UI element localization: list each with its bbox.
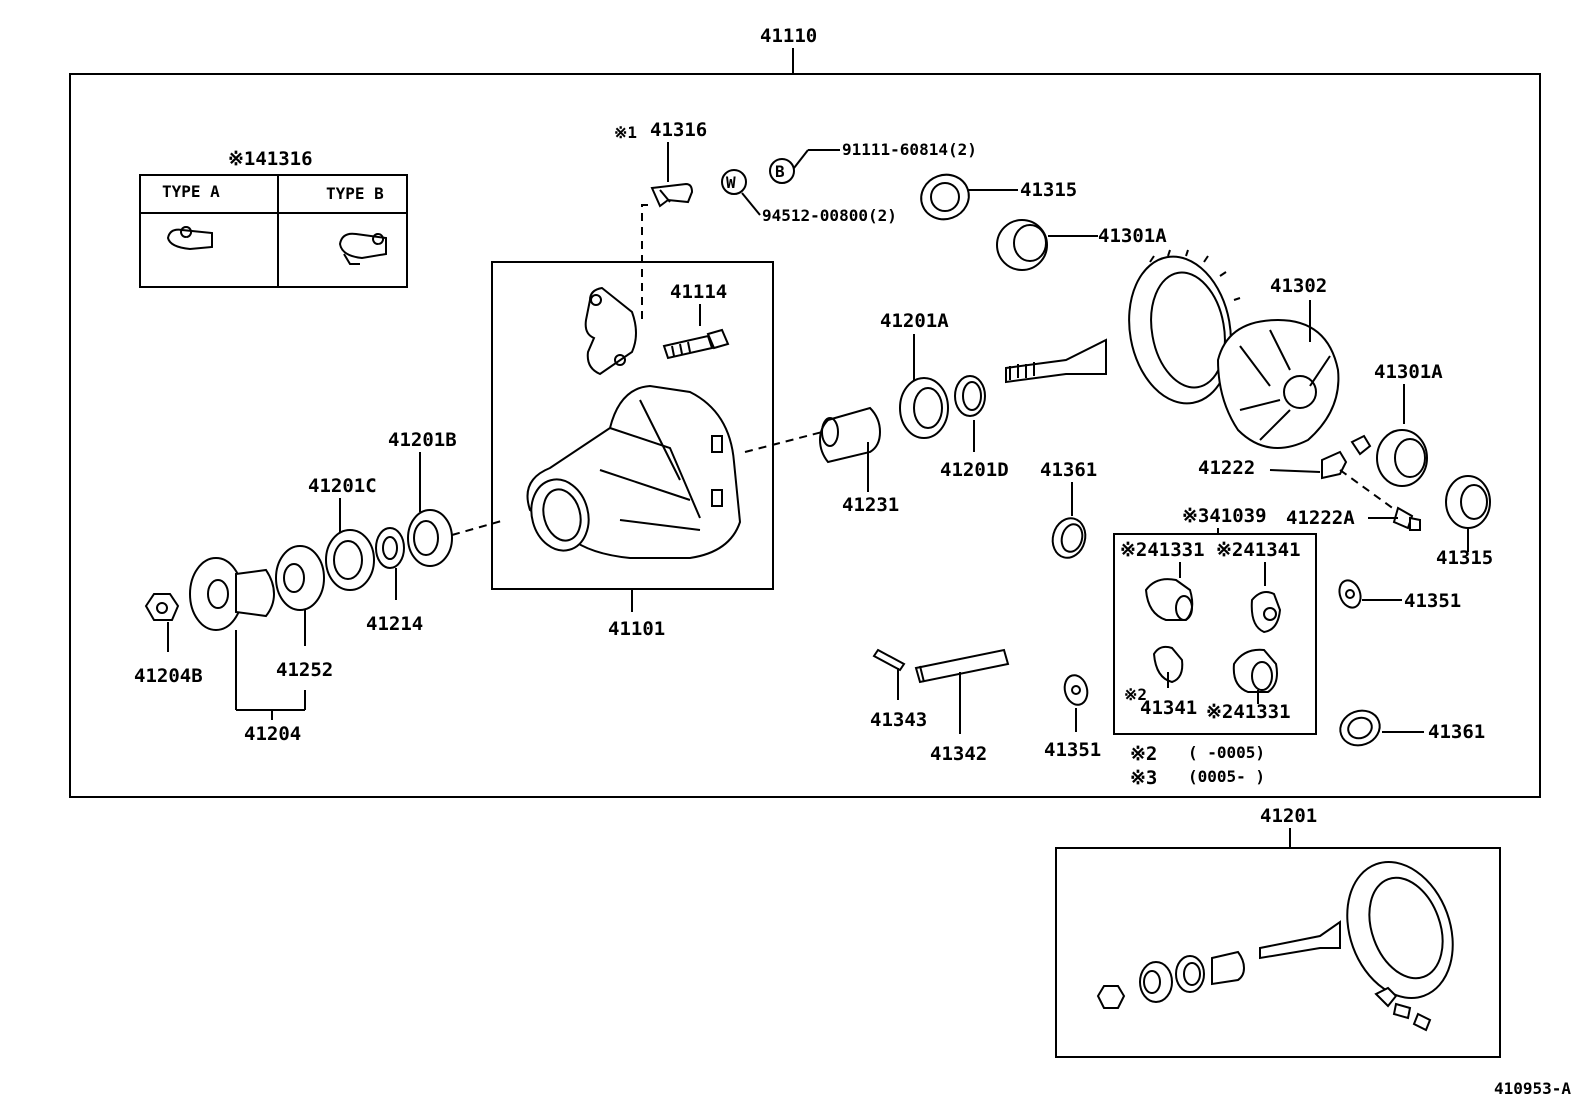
part-41301a-race-top[interactable] <box>996 219 1048 271</box>
label-41302[interactable]: 41302 <box>1270 275 1327 297</box>
label-41214[interactable]: 41214 <box>366 613 423 635</box>
label-41114[interactable]: 41114 <box>670 281 727 303</box>
part-41331-side-gear-b[interactable] <box>1232 648 1278 693</box>
label-41231[interactable]: 41231 <box>842 494 899 516</box>
type-a-clip-icon <box>166 226 213 251</box>
label-41301a-right[interactable]: 41301A <box>1374 361 1443 383</box>
label-41315-right[interactable]: 41315 <box>1436 547 1493 569</box>
part-41342-shaft[interactable] <box>914 648 1010 684</box>
note-2-mark: ※2 <box>1130 743 1157 765</box>
part-41231-spacer[interactable] <box>818 406 882 464</box>
label-41341-a[interactable]: ※241341 <box>1216 539 1301 561</box>
part-41204b-nut[interactable] <box>144 593 180 621</box>
part-41222-lock-plate[interactable] <box>1321 434 1372 480</box>
label-41201b[interactable]: 41201B <box>388 429 457 451</box>
figure-code: 410953-A <box>1494 1079 1571 1098</box>
svg-text:B: B <box>775 162 785 181</box>
label-41361-mid[interactable]: 41361 <box>1040 459 1097 481</box>
part-41201a-bearing[interactable] <box>899 377 949 439</box>
type-a-label: TYPE A <box>162 182 220 201</box>
part-41201d-race[interactable] <box>954 375 986 417</box>
label-41331-a[interactable]: ※241331 <box>1120 539 1205 561</box>
part-41343-pin[interactable] <box>872 648 906 672</box>
label-41351-bottom[interactable]: 41351 <box>1044 739 1101 761</box>
note-3-mark: ※3 <box>1130 767 1157 789</box>
assembly-frame-41201 <box>1055 847 1501 1058</box>
label-41343[interactable]: 41343 <box>870 709 927 731</box>
label-41342[interactable]: 41342 <box>930 743 987 765</box>
label-41316[interactable]: 41316 <box>650 119 707 141</box>
part-41302-ring-gear-pinion[interactable] <box>1005 248 1340 449</box>
mark-41316: ※1 <box>614 123 637 142</box>
part-41252-deflector[interactable] <box>275 545 325 611</box>
label-41201d[interactable]: 41201D <box>940 459 1009 481</box>
label-41315-top[interactable]: 41315 <box>1020 179 1077 201</box>
mark-b-circle: B <box>769 158 795 184</box>
mark-w-circle: W <box>721 169 747 195</box>
type-b-clip-icon <box>338 232 387 265</box>
mark-41341-b: ※2 <box>1124 685 1147 704</box>
label-41222[interactable]: 41222 <box>1198 457 1255 479</box>
part-41361-washer-right[interactable] <box>1335 705 1384 751</box>
label-bolt-91111[interactable]: 91111-60814(2) <box>842 140 977 159</box>
part-41301a-race-right[interactable] <box>1376 429 1428 487</box>
part-41316-clip[interactable] <box>650 182 694 208</box>
part-41351-washer-right[interactable] <box>1336 577 1364 610</box>
label-41252[interactable]: 41252 <box>276 659 333 681</box>
label-41341-b[interactable]: 41341 <box>1140 697 1197 719</box>
label-assembly-41201[interactable]: 41201 <box>1260 805 1317 827</box>
label-41301a-top[interactable]: 41301A <box>1098 225 1167 247</box>
part-41351-washer-bottom[interactable] <box>1061 673 1090 708</box>
part-carrier-cap[interactable] <box>584 286 637 376</box>
note-3-range: (0005- ) <box>1188 767 1265 786</box>
label-41201a[interactable]: 41201A <box>880 310 949 332</box>
part-41201b-bearing[interactable] <box>407 509 453 567</box>
label-41331-b[interactable]: ※241331 <box>1206 701 1291 723</box>
part-41204-companion-flange[interactable] <box>189 557 276 631</box>
part-41331-side-gear-a[interactable] <box>1144 578 1194 621</box>
part-41201c-seal[interactable] <box>325 529 375 591</box>
note-2-range: ( -0005) <box>1188 743 1265 762</box>
type-b-label: TYPE B <box>326 184 384 203</box>
part-41101-carrier-housing[interactable] <box>524 384 742 559</box>
label-assembly-41110[interactable]: 41110 <box>760 25 817 47</box>
housing-box-41101 <box>491 261 774 590</box>
part-41341-pinion-gear-a[interactable] <box>1250 591 1282 634</box>
label-41201c[interactable]: 41201C <box>308 475 377 497</box>
part-41361-washer-mid[interactable] <box>1048 515 1089 562</box>
label-41039[interactable]: ※341039 <box>1182 505 1267 527</box>
label-41351-right[interactable]: 41351 <box>1404 590 1461 612</box>
svg-text:W: W <box>726 173 736 192</box>
part-41315-bearing-right[interactable] <box>1445 475 1491 529</box>
label-41361-right[interactable]: 41361 <box>1428 721 1485 743</box>
label-41204[interactable]: 41204 <box>244 723 301 745</box>
type-note-header: ※141316 <box>228 148 313 170</box>
label-41101[interactable]: 41101 <box>608 618 665 640</box>
part-41214-washer[interactable] <box>375 527 405 569</box>
type-note-table: ※141316 TYPE A TYPE B <box>139 148 408 288</box>
sub-assembly-41201-drawing[interactable] <box>1096 847 1471 1032</box>
label-washer-94512[interactable]: 94512-00800(2) <box>762 206 897 225</box>
part-41341-pinion-gear-b[interactable] <box>1152 645 1184 684</box>
label-41222a[interactable]: 41222A <box>1286 507 1355 529</box>
gear-kit-box-41039 <box>1113 533 1317 735</box>
label-41204b[interactable]: 41204B <box>134 665 203 687</box>
assembly-frame-41110 <box>69 73 1541 798</box>
part-41315-bearing-top[interactable] <box>915 168 975 226</box>
part-41114-bolt[interactable] <box>662 328 730 360</box>
